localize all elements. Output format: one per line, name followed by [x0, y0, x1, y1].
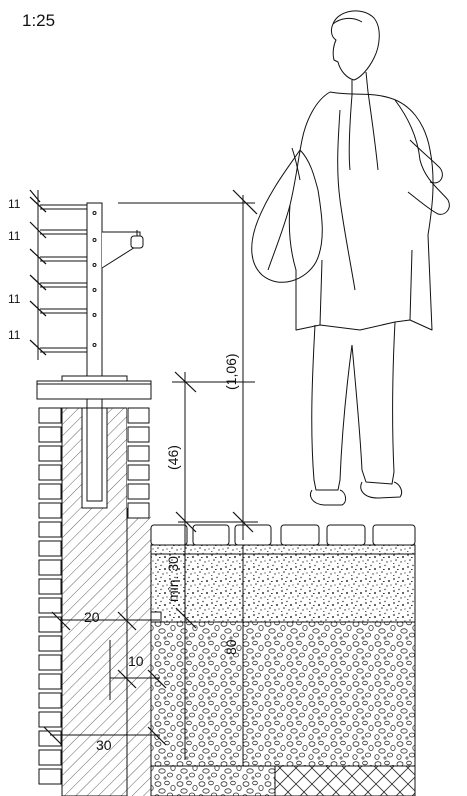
rung-spacing-1: 11	[8, 197, 21, 211]
brick	[38, 521, 62, 538]
dim-wall-width: 20	[84, 609, 100, 625]
brick	[38, 673, 62, 690]
brick	[127, 502, 150, 519]
brick	[127, 426, 150, 443]
brick	[38, 445, 62, 462]
rung-spacing-3: 11	[8, 292, 21, 306]
rung-spacing-2: 11	[8, 229, 21, 243]
brick	[38, 559, 62, 576]
brick	[38, 654, 62, 671]
brick	[38, 749, 62, 766]
fine-gravel-layer	[150, 553, 416, 623]
rung-dimension-ticks	[29, 189, 47, 360]
brick	[38, 407, 62, 424]
dim-total-height: (1,06)	[223, 353, 239, 390]
dim-step: 10	[128, 653, 144, 669]
brick	[38, 711, 62, 728]
brick	[38, 692, 62, 709]
brick	[38, 502, 62, 519]
brick	[127, 407, 150, 424]
brick	[38, 616, 62, 633]
subsoil-layer	[150, 765, 276, 796]
brick-courses	[38, 407, 150, 785]
brick	[127, 483, 150, 500]
dim-upper-height: (46)	[165, 445, 181, 470]
sand-bedding	[150, 544, 416, 555]
brick	[38, 768, 62, 785]
undisturbed-soil	[274, 765, 416, 796]
brick	[127, 445, 150, 462]
brick	[38, 426, 62, 443]
brick	[38, 578, 62, 595]
brick	[38, 635, 62, 652]
dim-foundation-depth: 80	[223, 639, 239, 655]
brick	[38, 597, 62, 614]
brick	[38, 540, 62, 557]
rung-spacing-4: 11	[8, 328, 21, 342]
dim-min-depth: min. 30	[165, 556, 181, 602]
brick	[38, 483, 62, 500]
dim-base-width: 30	[96, 737, 112, 753]
person-figure	[251, 10, 450, 506]
paving-stones	[150, 524, 416, 546]
scale-label: 1:25	[22, 11, 55, 30]
brick	[127, 464, 150, 481]
handrail	[130, 235, 144, 249]
ground-layers	[150, 544, 416, 796]
coarse-gravel-layer	[150, 621, 416, 767]
dimension-lines	[43, 189, 258, 766]
brick	[38, 464, 62, 481]
